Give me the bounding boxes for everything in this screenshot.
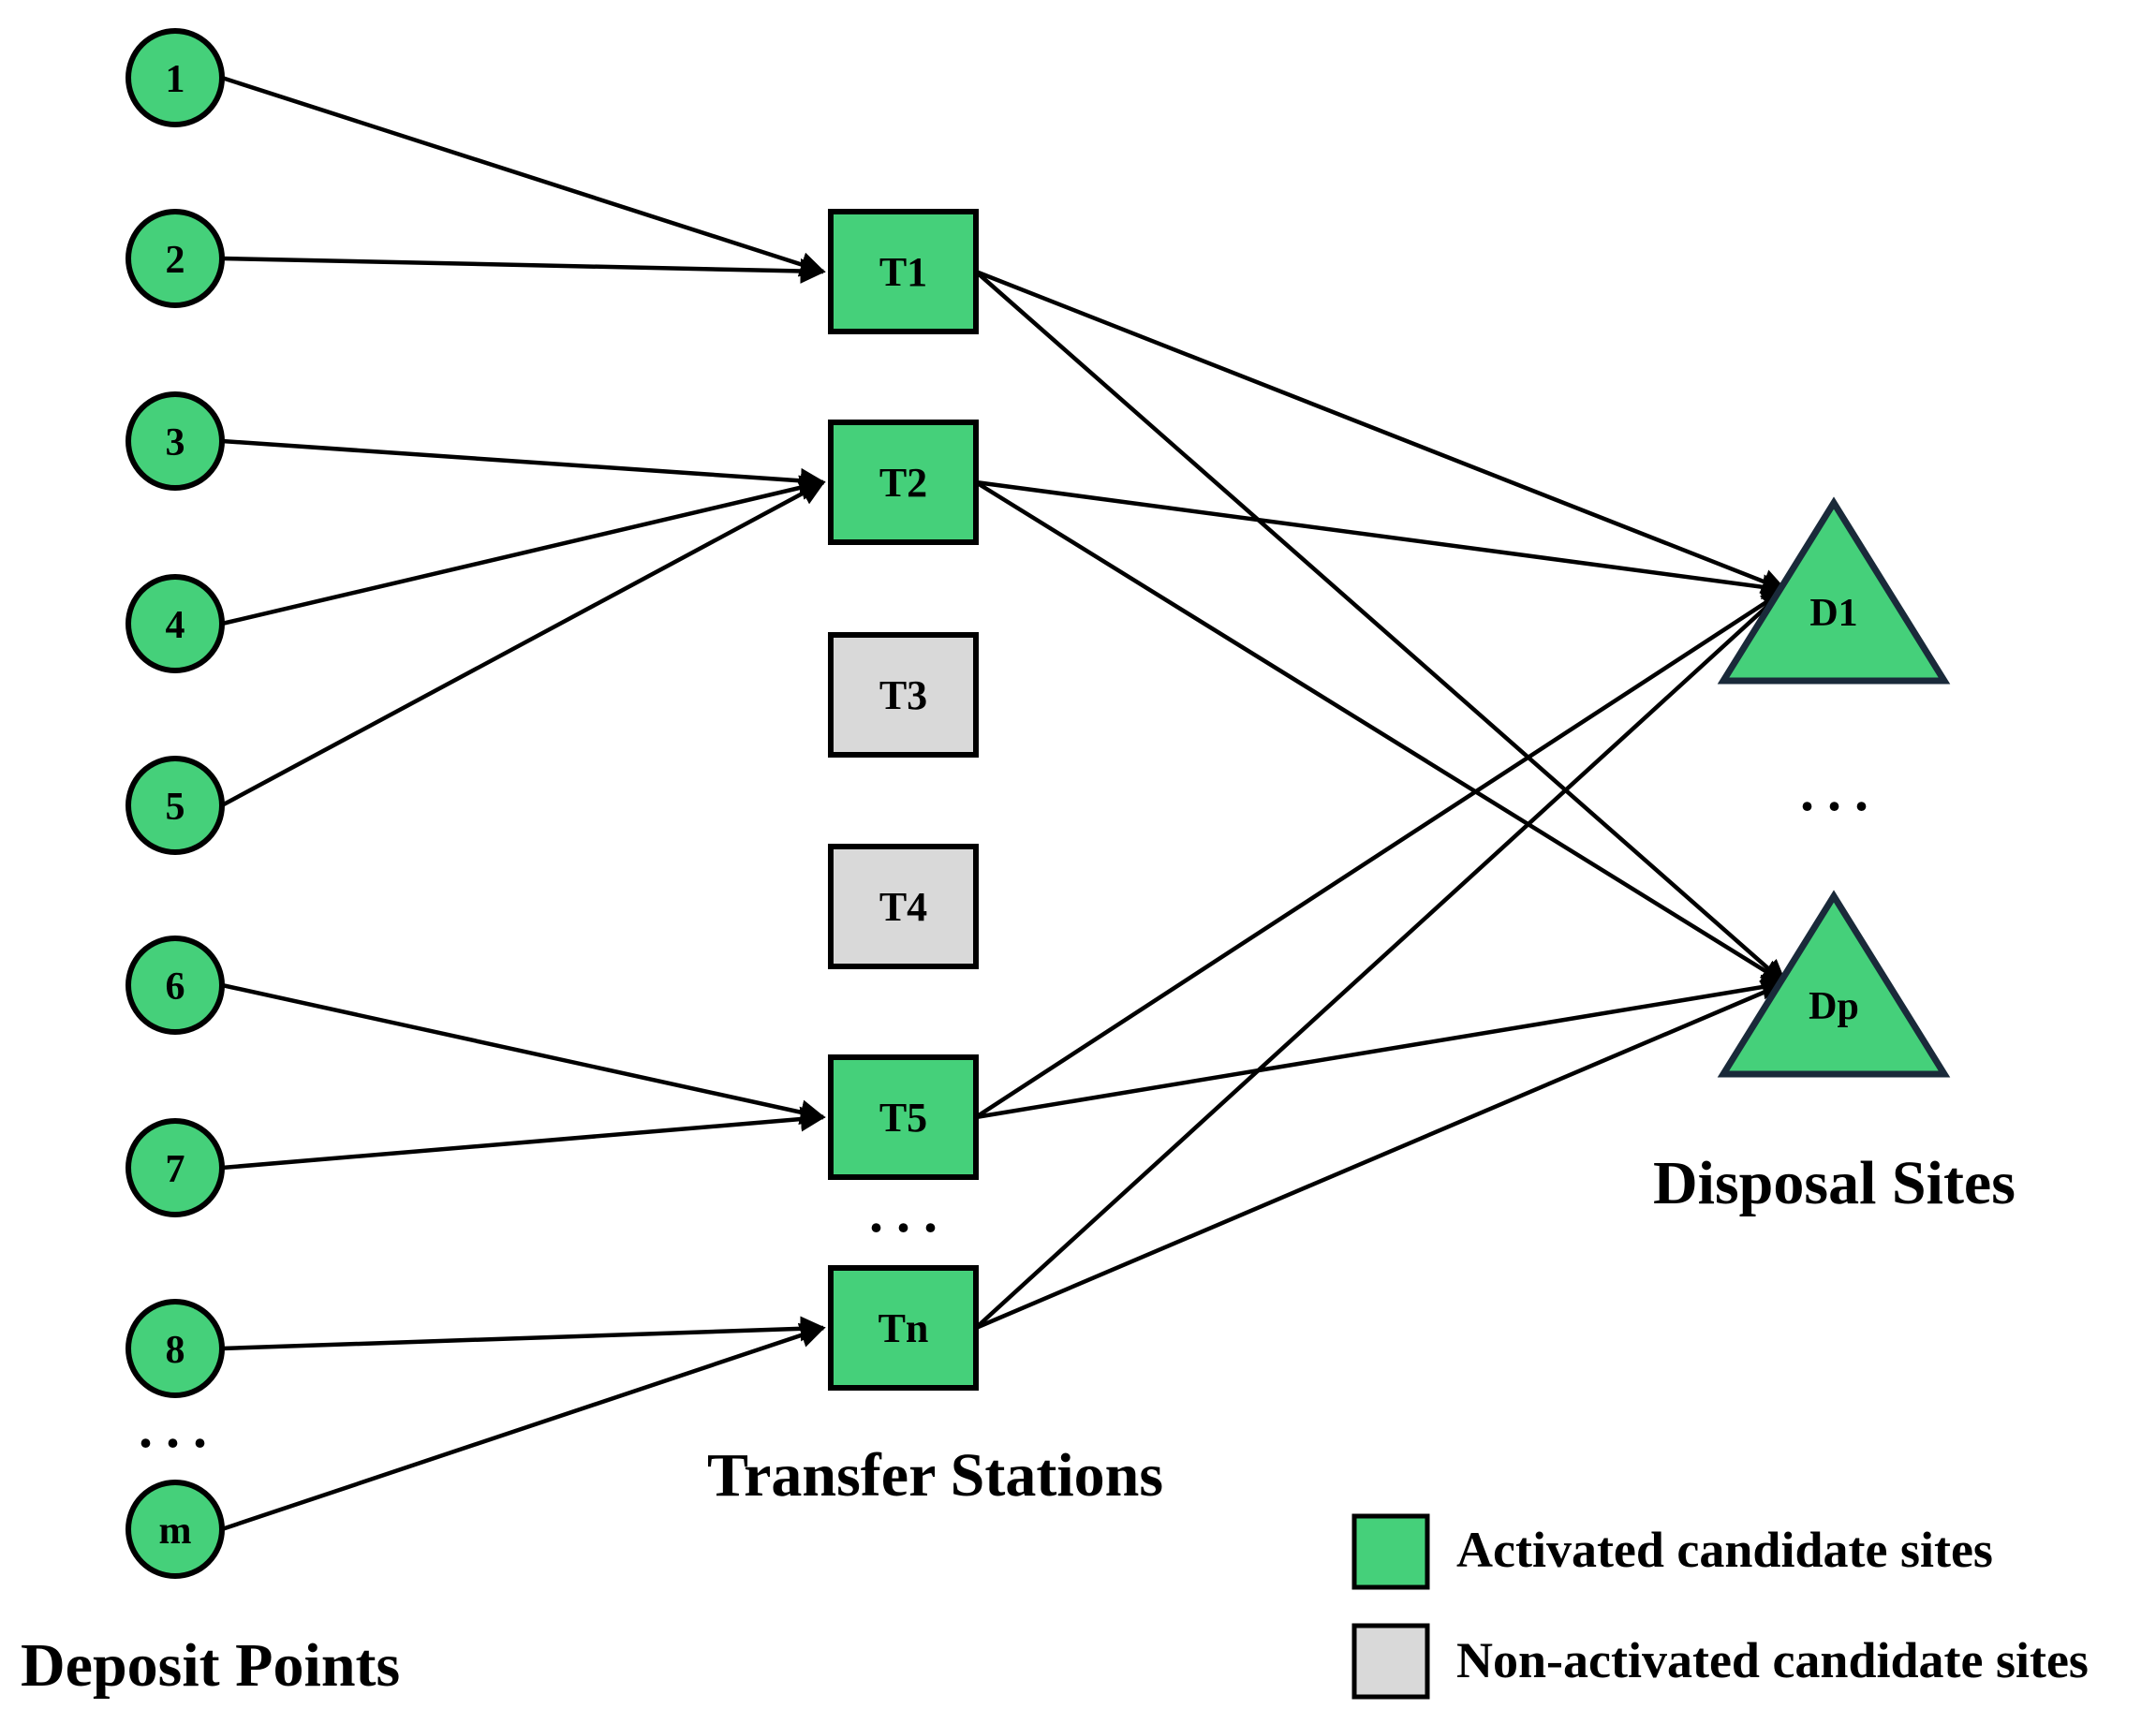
deposit-point-circle: [126, 936, 225, 1035]
legend: Activated candidate sites Non-activated …: [1351, 1513, 2089, 1700]
transfer-station-box: [828, 420, 979, 545]
edge-T5-to-Dp: [975, 974, 1788, 1120]
deposit-point-circle: [126, 1118, 225, 1217]
disposal-sites-title: Disposal Sites: [1653, 1149, 2016, 1217]
deposit-point-circle: [126, 209, 225, 308]
edge-T1-to-D1: [975, 269, 1788, 594]
edge-m-to-Tn: [221, 1322, 826, 1532]
edge-T2-to-Dp: [974, 480, 1788, 985]
transfer-station-t3: T3: [828, 632, 979, 758]
disposal-site-label: Dp: [1809, 985, 1859, 1028]
deposit-point-4: 4: [126, 574, 225, 673]
legend-activated-swatch: [1351, 1513, 1430, 1590]
deposit-point-7: 7: [126, 1118, 225, 1217]
disposal-ellipsis: ...: [1800, 760, 1882, 822]
deposit-point-8: 8: [126, 1299, 225, 1398]
deposit-point-label: 5: [166, 786, 185, 829]
transfer-station-label: Tn: [879, 1305, 929, 1351]
edge-T5-to-D1: [974, 588, 1788, 1119]
edge-3-to-T2: [221, 438, 826, 494]
deposit-point-5: 5: [126, 756, 225, 855]
deposit-point-circle: [126, 391, 225, 491]
transfer-station-label: T5: [879, 1095, 927, 1141]
transfer-station-t1: T1: [828, 209, 979, 334]
transfer-station-t5: T5: [828, 1054, 979, 1180]
transfer-station-box: [828, 209, 979, 334]
transfer-stations-title: Transfer Stations: [707, 1441, 1163, 1510]
legend-activated-label: Activated candidate sites: [1456, 1522, 1993, 1578]
deposit-point-circle: [126, 574, 225, 673]
edges-layer: [220, 75, 1788, 1532]
edge-T2-to-D1: [975, 479, 1788, 600]
deposit-point-label: m: [159, 1510, 192, 1553]
edge-Tn-to-Dp: [975, 980, 1788, 1331]
transfer-station-box: [828, 844, 979, 969]
deposit-point-circle: [126, 756, 225, 855]
edge-7-to-T5: [221, 1106, 826, 1171]
deposit-point-1: 1: [126, 28, 225, 127]
transfer-ellipsis: ...: [869, 1182, 951, 1244]
edge-6-to-T5: [221, 982, 826, 1125]
disposal-site-triangle: [1717, 890, 1951, 1078]
deposit-point-circle: [126, 1480, 225, 1579]
deposit-point-label: 6: [166, 965, 185, 1009]
edge-Tn-to-D1: [974, 588, 1787, 1330]
disposal-site-dp: Dp: [1717, 890, 1951, 1078]
deposit-point-label: 2: [166, 239, 185, 282]
deposit-point-circle: [126, 1299, 225, 1398]
transfer-station-t4: T4: [828, 844, 979, 969]
deposit-points-layer: 1 2 3 4 5 6 7 8 m: [126, 28, 225, 1579]
legend-non-activated-label: Non-activated candidate sites: [1456, 1632, 2089, 1688]
disposal-site-label: D1: [1809, 592, 1857, 635]
transfer-station-tn: Tn: [828, 1265, 979, 1391]
deposit-point-2: 2: [126, 209, 225, 308]
deposit-points-title: Deposit Points: [21, 1631, 400, 1700]
edge-5-to-T2: [220, 480, 826, 807]
transfer-station-box: [828, 1265, 979, 1391]
disposal-site-triangle: [1717, 496, 1951, 685]
edge-T1-to-Dp: [974, 270, 1788, 985]
transfer-station-t2: T2: [828, 420, 979, 545]
deposit-point-label: 7: [166, 1148, 185, 1191]
edge-4-to-T2: [221, 475, 826, 626]
deposit-point-label: 8: [166, 1329, 185, 1372]
deposit-point-m: m: [126, 1480, 225, 1579]
deposit-point-6: 6: [126, 936, 225, 1035]
transfer-station-box: [828, 1054, 979, 1180]
deposit-point-3: 3: [126, 391, 225, 491]
deposit-point-circle: [126, 28, 225, 127]
edge-8-to-Tn: [221, 1316, 826, 1351]
transfer-station-label: T1: [879, 249, 927, 295]
edge-1-to-T1: [221, 75, 826, 277]
edge-2-to-T1: [221, 256, 826, 284]
transfer-station-label: T2: [879, 460, 927, 506]
disposal-site-d1: D1: [1717, 496, 1951, 685]
transfer-station-box: [828, 632, 979, 758]
deposit-ellipsis: ...: [139, 1397, 220, 1459]
deposit-point-label: 1: [166, 58, 185, 101]
deposit-point-label: 3: [166, 421, 185, 464]
transfer-station-label: T4: [879, 884, 927, 930]
transfer-station-label: T3: [879, 672, 927, 718]
deposit-point-label: 4: [166, 604, 185, 647]
legend-non-activated-swatch: [1351, 1623, 1430, 1700]
